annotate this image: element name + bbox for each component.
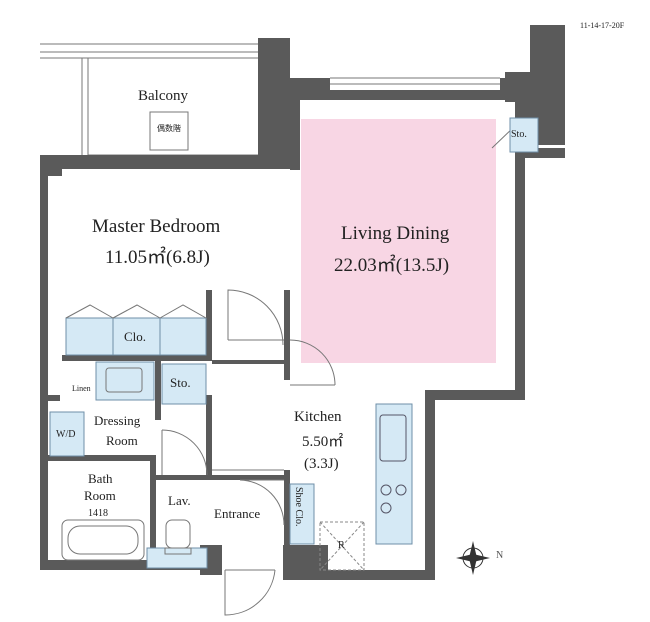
linen-label: Linen <box>72 384 91 393</box>
interior-walls <box>48 290 290 565</box>
bath-room-label-1: Bath <box>88 471 113 486</box>
compass-north-label: N <box>496 550 504 561</box>
lavatory-label: Lav. <box>168 493 191 508</box>
plan-code: 11-14-17-20F <box>580 21 625 30</box>
living-dining-label: Living Dining <box>341 223 450 244</box>
living-dining-area <box>301 119 496 363</box>
balcony-note: 偶数階 <box>157 124 181 133</box>
washer-label: W/D <box>56 429 76 440</box>
master-bedroom-area: 11.05㎡(6.8J) <box>105 247 210 268</box>
compass-rose <box>456 541 490 575</box>
dressing-room-label-2: Room <box>106 433 138 448</box>
closet-label: Clo. <box>124 329 147 344</box>
closet-door-marks <box>65 304 207 319</box>
shoe-closet-label: Shoe Clo. <box>293 487 304 527</box>
refrigerator-label: R <box>338 540 345 551</box>
vanity-sink <box>105 367 143 393</box>
kitchen-area: 5.50㎡ <box>302 434 344 450</box>
storage-small-label: Sto. <box>170 375 191 390</box>
exterior-walls <box>40 25 565 580</box>
stove-burners <box>379 414 407 514</box>
refrigerator-space <box>319 521 365 571</box>
kitchen-label: Kitchen <box>294 409 342 425</box>
kitchen-jo: (3.3J) <box>304 456 339 472</box>
bath-room-size: 1418 <box>88 508 108 519</box>
entrance-label: Entrance <box>214 506 261 521</box>
storage-ld-label: Sto. <box>511 129 527 140</box>
bathtub <box>61 519 145 561</box>
bath-room-label-2: Room <box>84 488 116 503</box>
living-dining-area-label: 22.03㎡(13.5J) <box>334 255 450 276</box>
dressing-room-label-1: Dressing <box>94 413 141 428</box>
balcony-label: Balcony <box>138 88 188 104</box>
door-swings <box>161 125 516 616</box>
toilet <box>164 519 192 555</box>
master-bedroom-label: Master Bedroom <box>92 216 221 237</box>
